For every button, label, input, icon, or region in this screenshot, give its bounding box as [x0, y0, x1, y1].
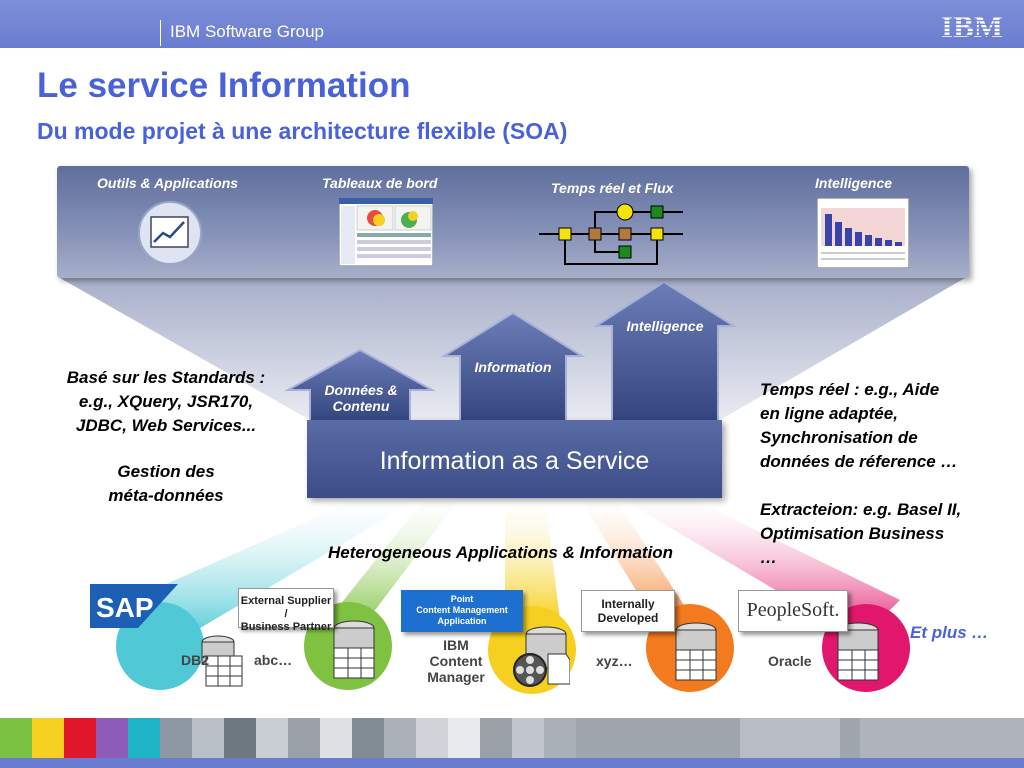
film-reel-icon — [513, 653, 547, 687]
heterogeneous-label: Heterogeneous Applications & Information — [328, 543, 674, 562]
ibm-logo: IBM — [941, 10, 1003, 40]
arrow-intelligence — [592, 280, 738, 423]
arrow-donnees — [284, 348, 436, 423]
bottom-line — [0, 758, 1024, 768]
abc-label: abc… — [254, 652, 293, 668]
database-icon-abc — [333, 620, 375, 679]
metadata-text: Gestion des méta-données — [108, 462, 224, 505]
service-label: Information as a Service — [379, 447, 650, 475]
ibm-content-manager-label: IBM Content Manager — [427, 637, 485, 685]
dashboard-screenshot — [339, 198, 433, 266]
ray-yellow — [505, 498, 560, 620]
db2-label: DB2 — [181, 652, 210, 668]
sap-logo: SAP — [90, 584, 178, 628]
database-icon-oracle — [837, 622, 879, 681]
page-subtitle: Du mode projet à une architecture flexib… — [37, 118, 568, 144]
page-title: Le service Information — [37, 66, 411, 105]
internally-developed-box: Internally Developed — [581, 590, 675, 632]
header-separator — [160, 20, 161, 46]
point-cm-box: Point Content Management Application — [401, 590, 523, 632]
arrow-label-information: Information — [474, 359, 552, 375]
line-chart-icon — [138, 201, 202, 265]
bar-chart-report — [817, 198, 909, 268]
peoplesoft-logo: PeopleSoft. — [738, 590, 848, 632]
database-icon-xyz — [675, 622, 717, 681]
more-label: Et plus … — [910, 623, 989, 642]
panel-label-intelligence: Intelligence — [815, 175, 893, 191]
svg-text:IBM: IBM — [941, 10, 1003, 40]
service-box — [307, 420, 722, 498]
consumers-panel: Outils & Applications Tableaux de bord T… — [57, 166, 969, 278]
header-bar: IBM Software Group IBM — [0, 0, 1024, 48]
extract-text: Extracteion: e.g. Basel II, Optimisation… — [760, 500, 962, 567]
arrow-information — [440, 311, 586, 423]
arrow-label-donnees: Données & Contenu — [324, 382, 398, 414]
panel-label-temps: Temps réel et Flux — [551, 180, 674, 196]
flow-diagram-icon — [539, 203, 683, 265]
header-group-label: IBM Software Group — [170, 22, 325, 41]
oracle-label: Oracle — [768, 653, 812, 669]
xyz-label: xyz… — [596, 653, 633, 669]
arrow-label-intelligence: Intelligence — [626, 318, 704, 334]
ray-green — [320, 498, 460, 630]
bottom-color-strip — [0, 718, 1024, 758]
svg-text:SAP: SAP — [96, 592, 154, 623]
external-supplier-box: External Supplier / Business Partner — [238, 588, 334, 633]
panel-label-tableaux: Tableaux de bord — [322, 175, 438, 191]
standards-text: Basé sur les Standards : e.g., XQuery, J… — [66, 368, 266, 435]
database-icon-db2 — [201, 635, 243, 687]
realtime-text: Temps réel : e.g., Aide en ligne adaptée… — [760, 380, 958, 471]
ray-cyan — [130, 498, 420, 640]
database-icon-cm — [525, 626, 570, 685]
panel-label-outils: Outils & Applications — [97, 175, 239, 191]
